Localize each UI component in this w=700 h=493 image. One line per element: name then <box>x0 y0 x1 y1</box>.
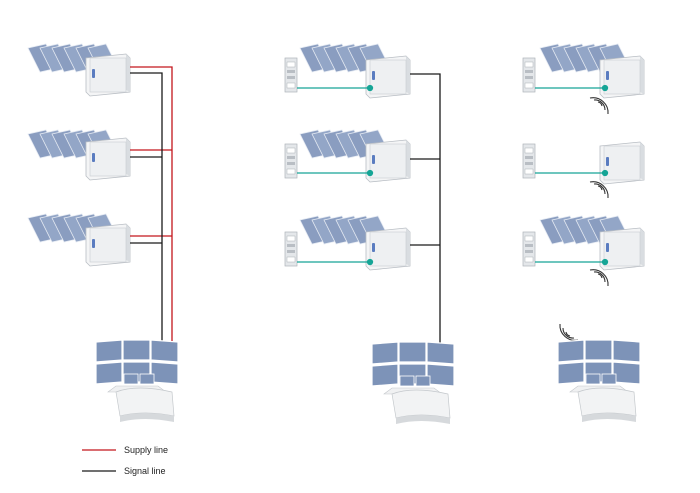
legend-supply-label: Supply line <box>124 445 168 455</box>
inverter-cabinet <box>85 137 131 181</box>
data-logger <box>284 57 298 93</box>
data-logger <box>284 231 298 267</box>
system-wired-supply-and-signal <box>27 43 179 423</box>
signal-line <box>130 72 163 341</box>
control-room-desk <box>371 341 455 425</box>
data-link <box>297 84 374 266</box>
legend-signal-label: Signal line <box>124 466 166 476</box>
signal-line <box>410 73 441 343</box>
system-wireless <box>522 43 645 423</box>
inverter-cabinet <box>599 55 645 99</box>
wireless-signal-icon <box>559 323 579 341</box>
data-logger <box>522 143 536 179</box>
data-logger <box>284 143 298 179</box>
inverter-cabinet <box>599 141 645 185</box>
legend: Supply line Signal line <box>82 445 168 476</box>
inverter-cabinet <box>365 139 411 183</box>
inverter-cabinet <box>85 223 131 267</box>
inverter-cabinet <box>85 53 131 97</box>
control-room-desk <box>95 339 179 423</box>
data-logger <box>522 57 536 93</box>
supply-line <box>130 66 173 341</box>
wireless-signal-icon <box>589 269 609 287</box>
data-logger <box>522 231 536 267</box>
data-link <box>535 84 609 266</box>
system-wired-signal-with-logger <box>284 43 455 425</box>
wireless-signal-icon <box>589 97 609 115</box>
inverter-cabinet <box>365 55 411 99</box>
control-room-desk <box>557 339 641 423</box>
